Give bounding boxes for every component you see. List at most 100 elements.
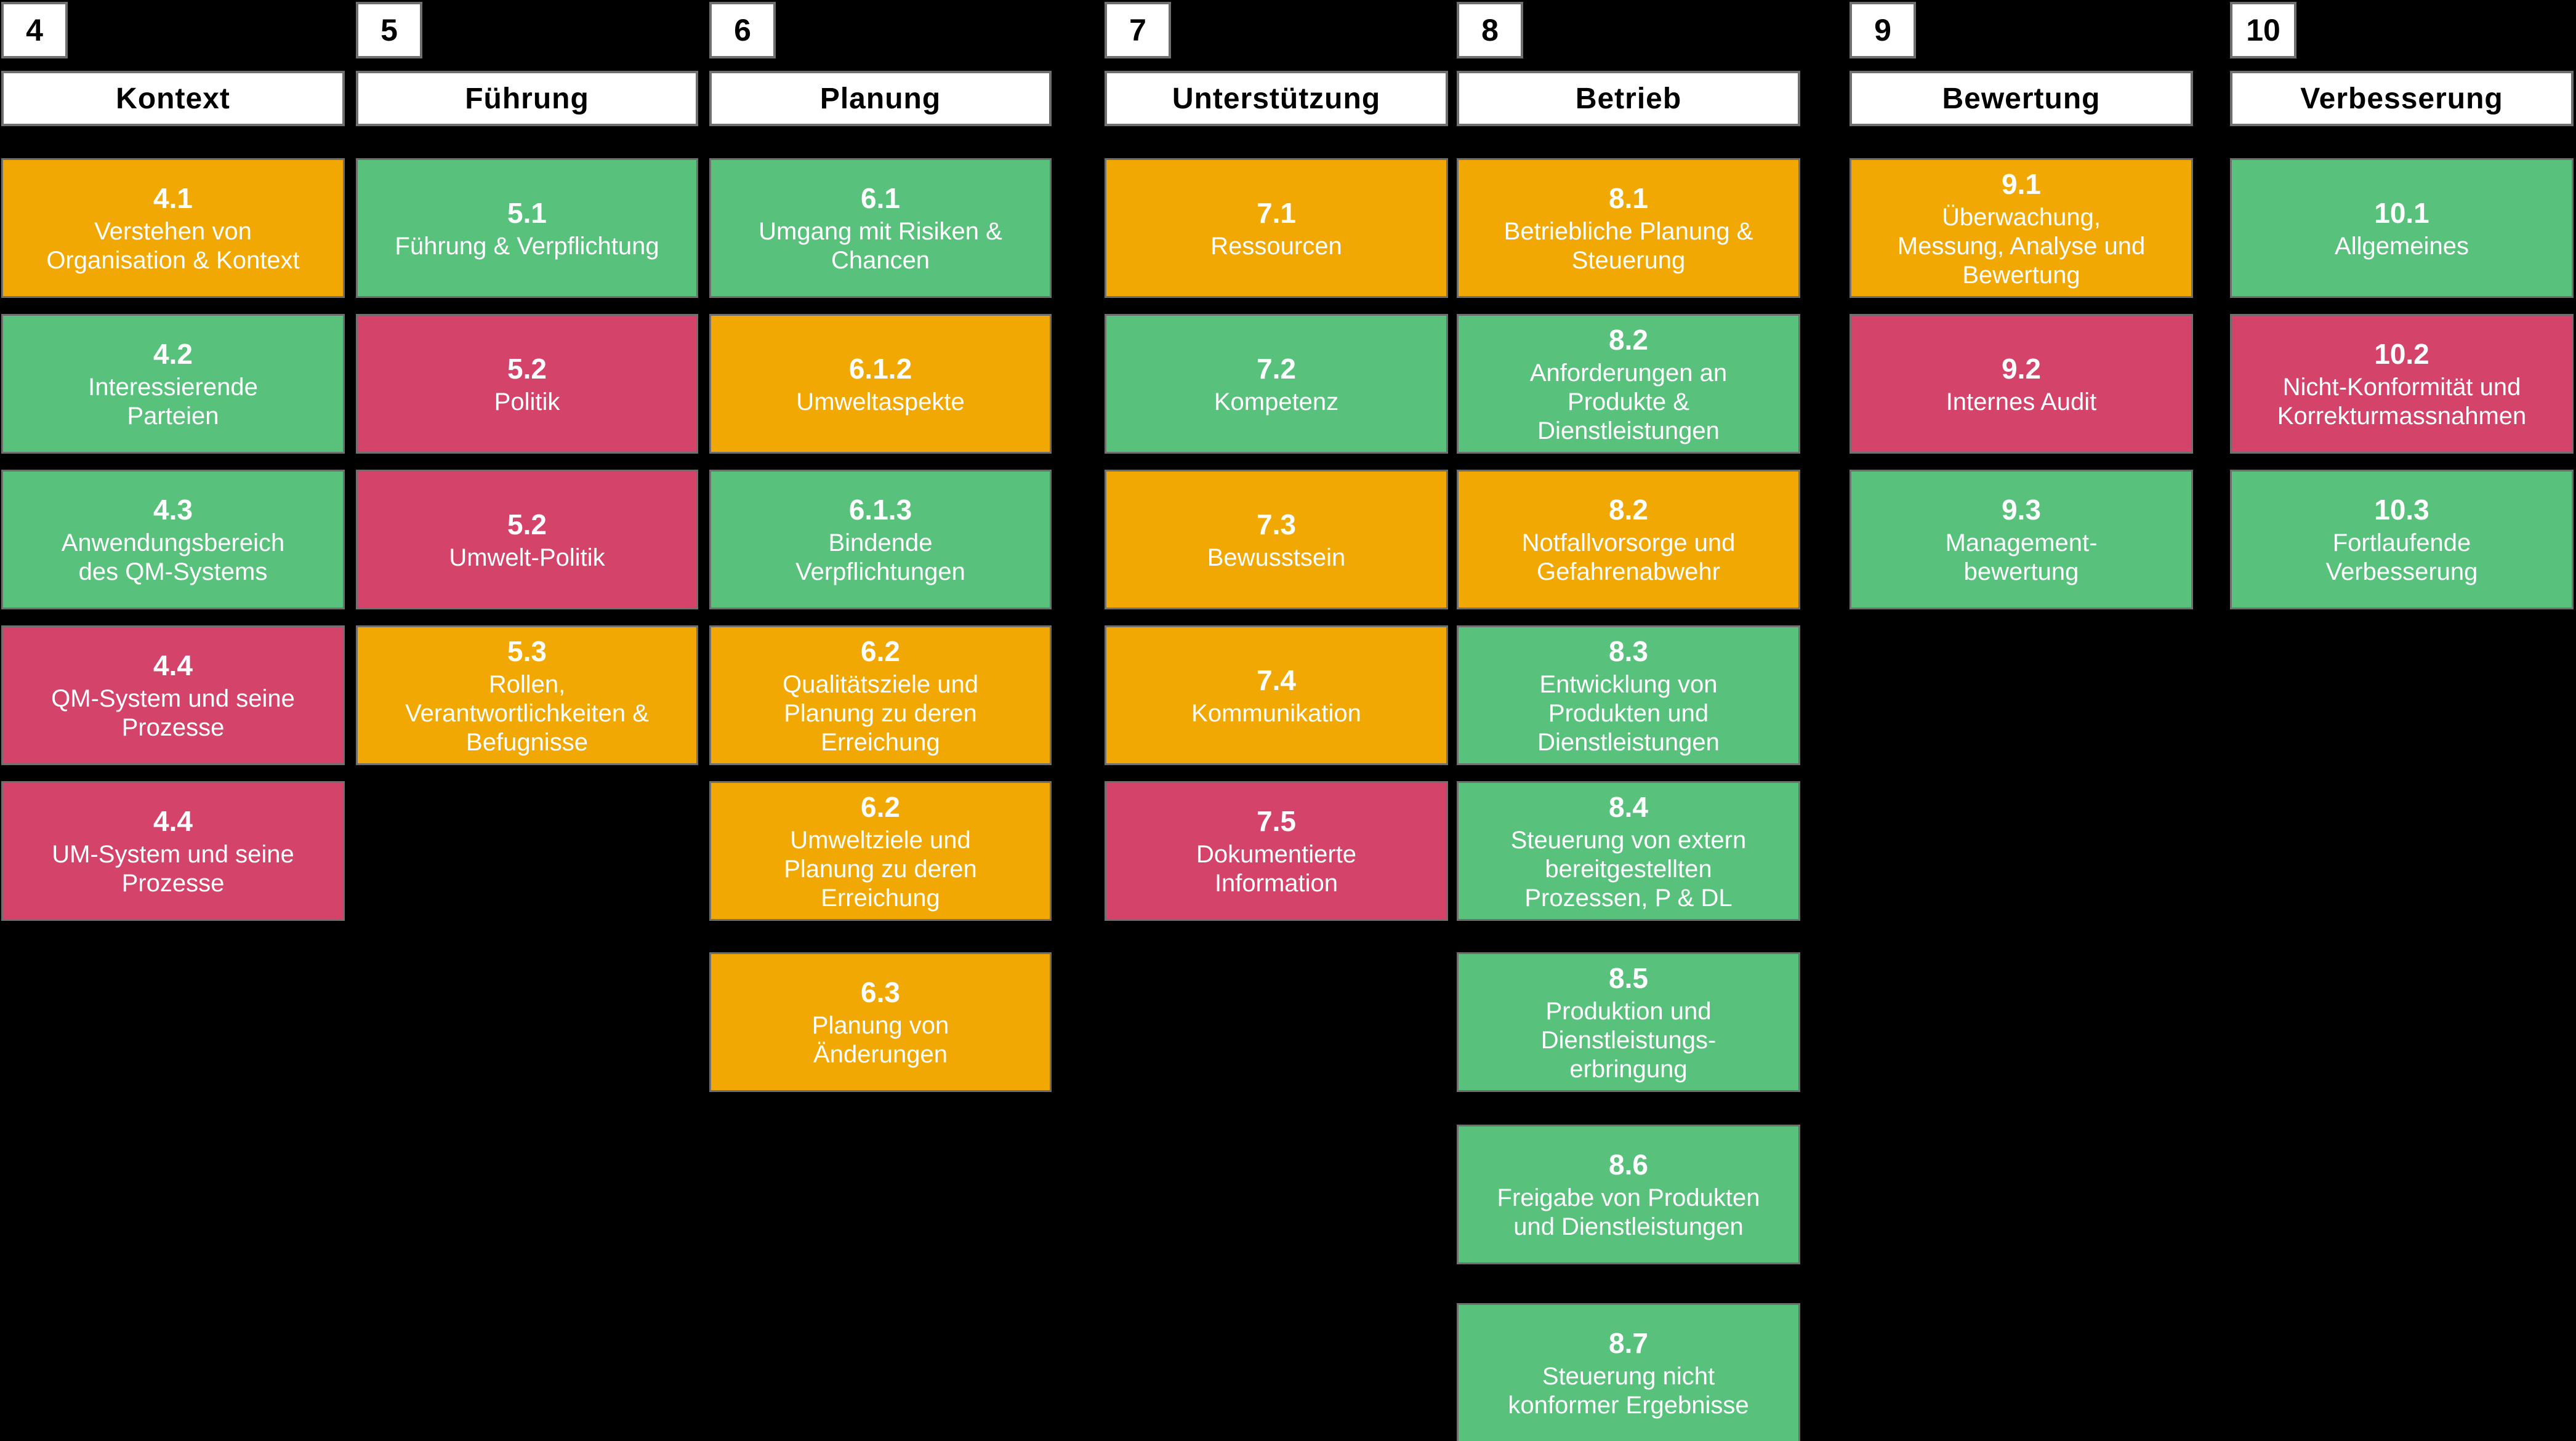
box-label: Steuerung nicht konformer Ergebnisse (1508, 1363, 1749, 1419)
box-5.1: 5.1 Führung & Verpflichtung (356, 158, 698, 298)
box-label: Umweltaspekte (796, 388, 965, 415)
column-planung: 6 Planung 6.1 Umgang mit Risiken & Chanc… (709, 0, 1052, 1441)
column-verbesserung: 10 Verbesserung 10.1 Allgemeines 10.2 Ni… (2230, 0, 2574, 1441)
chapter-number-box-8: 8 (1457, 2, 1523, 58)
box-label: Qualitätsziele und Planung zu deren Erre… (783, 670, 978, 756)
column-header-bewertung: Bewertung (1849, 71, 2193, 126)
box-number: 6.3 (861, 976, 900, 1009)
box-label: Anwendungsbereich des QM-Systems (61, 529, 285, 586)
box-number: 8.7 (1609, 1327, 1648, 1360)
box-number: 5.2 (507, 353, 547, 385)
box-4.4-um: 4.4 UM-System und seine Prozesse (1, 781, 345, 921)
box-number: 4.2 (153, 338, 193, 371)
box-label: Bewusstsein (1207, 544, 1346, 571)
box-label: Anforderungen an Produkte & Dienstleistu… (1529, 359, 1728, 444)
box-7.5: 7.5 Dokumentierte Information (1105, 781, 1448, 921)
column-header-fuehrung: Führung (356, 71, 698, 126)
chapter-number: 7 (1129, 13, 1146, 47)
box-label: Entwicklung von Produkten und Dienstleis… (1537, 670, 1720, 756)
column-title: Führung (465, 82, 589, 115)
chapter-number-box-7: 7 (1105, 2, 1171, 58)
box-number: 8.3 (1609, 635, 1648, 667)
chapter-number: 8 (1481, 13, 1499, 47)
box-number: 6.1.2 (848, 353, 912, 385)
box-number: 5.3 (507, 635, 547, 667)
box-label: Fortlaufende Verbesserung (2325, 529, 2478, 586)
box-label: Kommunikation (1191, 699, 1361, 727)
box-number: 10.3 (2374, 494, 2429, 526)
box-4.1: 4.1 Verstehen von Organisation & Kontext (1, 158, 345, 298)
chapter-number: 9 (1874, 13, 1891, 47)
box-number: 7.2 (1257, 353, 1296, 385)
box-label: Umweltziele und Planung zu deren Erreich… (784, 826, 977, 912)
box-number: 8.4 (1609, 790, 1648, 823)
box-6.1.2: 6.1.2 Umweltaspekte (709, 314, 1052, 454)
column-header-betrieb: Betrieb (1457, 71, 1800, 126)
box-4.2: 4.2 Interessierende Parteien (1, 314, 345, 454)
column-bewertung: 9 Bewertung 9.1 Überwachung, Messung, An… (1849, 0, 2193, 1441)
box-label: Rollen, Verantwortlichkeiten & Befugniss… (405, 670, 649, 756)
box-number: 7.5 (1257, 805, 1296, 838)
box-number: 8.6 (1609, 1149, 1648, 1181)
box-number: 6.1 (861, 182, 900, 215)
box-number: 7.1 (1257, 197, 1296, 229)
box-7.1: 7.1 Ressourcen (1105, 158, 1448, 298)
chapter-number-box-6: 6 (709, 2, 776, 58)
box-label: Betriebliche Planung & Steuerung (1503, 218, 1753, 275)
box-number: 5.1 (507, 197, 547, 229)
chapter-number: 5 (380, 13, 398, 47)
box-label: Steuerung von extern bereitgestellten Pr… (1510, 826, 1747, 912)
box-label: Ressourcen (1210, 232, 1342, 260)
box-5.2-politik: 5.2 Politik (356, 314, 698, 454)
chapter-number: 6 (734, 13, 751, 47)
box-number: 5.2 (507, 508, 547, 540)
box-10.2: 10.2 Nicht-Konformität und Korrekturmass… (2230, 314, 2574, 454)
box-label: Freigabe von Produkten und Dienstleistun… (1497, 1184, 1760, 1241)
box-label: Führung & Verpflichtung (395, 232, 659, 260)
chapter-number-box-5: 5 (356, 2, 422, 58)
box-9.1: 9.1 Überwachung, Messung, Analyse und Be… (1849, 158, 2193, 298)
box-5.2-umwelt-politik: 5.2 Umwelt-Politik (356, 470, 698, 609)
chapter-number: 10 (2246, 13, 2280, 47)
box-4.3: 4.3 Anwendungsbereich des QM-Systems (1, 470, 345, 609)
box-label: Produktion und Dienstleistungs- erbringu… (1540, 997, 1717, 1083)
box-8.1: 8.1 Betriebliche Planung & Steuerung (1457, 158, 1800, 298)
chapter-number-box-9: 9 (1849, 2, 1916, 58)
box-8.5: 8.5 Produktion und Dienstleistungs- erbr… (1457, 952, 1800, 1092)
box-label: Nicht-Konformität und Korrekturmassnahme… (2277, 374, 2527, 430)
box-6.3: 6.3 Planung von Änderungen (709, 952, 1052, 1092)
box-7.2: 7.2 Kompetenz (1105, 314, 1448, 454)
box-number: 6.1.3 (848, 494, 912, 526)
box-6.1: 6.1 Umgang mit Risiken & Chancen (709, 158, 1052, 298)
box-label: Bindende Verpflichtungen (795, 529, 965, 586)
box-6.2-umweltziele: 6.2 Umweltziele und Planung zu deren Err… (709, 781, 1052, 921)
box-8.2-anforderungen: 8.2 Anforderungen an Produkte & Dienstle… (1457, 314, 1800, 454)
box-number: 9.3 (2002, 494, 2041, 526)
box-label: Internes Audit (1946, 388, 2097, 415)
box-number: 8.5 (1609, 961, 1648, 994)
box-6.1.3: 6.1.3 Bindende Verpflichtungen (709, 470, 1052, 609)
box-8.4: 8.4 Steuerung von extern bereitgestellte… (1457, 781, 1800, 921)
box-label: QM-System und seine Prozesse (51, 685, 295, 742)
box-7.3: 7.3 Bewusstsein (1105, 470, 1448, 609)
box-label: Dokumentierte Information (1196, 841, 1357, 897)
column-fuehrung: 5 Führung 5.1 Führung & Verpflichtung 5.… (356, 0, 698, 1441)
chapter-number-box-10: 10 (2230, 2, 2296, 58)
box-number: 6.2 (861, 635, 900, 667)
box-label: Umgang mit Risiken & Chancen (759, 218, 1002, 275)
chapter-number-box-4: 4 (1, 2, 68, 58)
box-label: Management- bewertung (1945, 529, 2098, 586)
box-5.3: 5.3 Rollen, Verantwortlichkeiten & Befug… (356, 625, 698, 765)
box-number: 7.4 (1257, 664, 1296, 696)
column-kontext: 4 Kontext 4.1 Verstehen von Organisation… (1, 0, 345, 1441)
box-label: Planung von Änderungen (811, 1012, 949, 1069)
column-header-unterstuetzung: Unterstützung (1105, 71, 1448, 126)
box-8.2-notfallvorsorge: 8.2 Notfallvorsorge und Gefahrenabwehr (1457, 470, 1800, 609)
box-number: 4.1 (153, 182, 193, 215)
box-9.2: 9.2 Internes Audit (1849, 314, 2193, 454)
box-label: Interessierende Parteien (88, 374, 258, 430)
box-label: Umwelt-Politik (449, 544, 605, 571)
box-label: Verstehen von Organisation & Kontext (46, 218, 300, 275)
box-10.3: 10.3 Fortlaufende Verbesserung (2230, 470, 2574, 609)
